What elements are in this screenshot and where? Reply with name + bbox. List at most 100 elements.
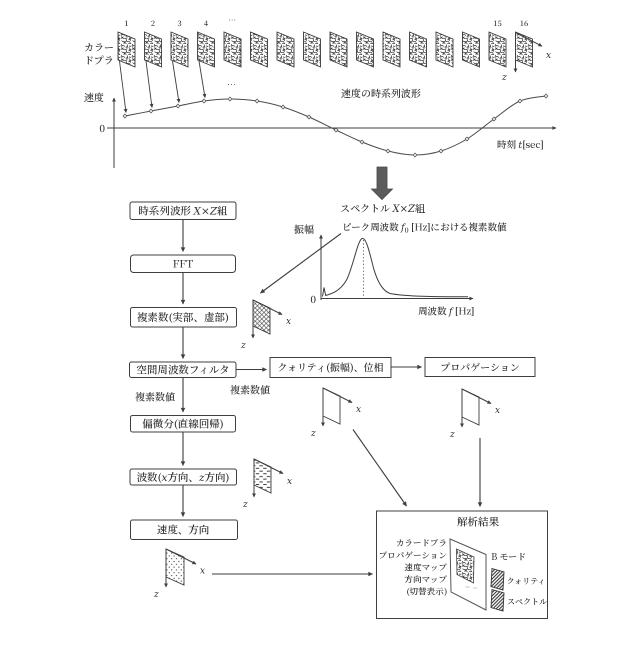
frame16-x-axis [515,32,543,47]
complex-grid-z-label: z [240,341,246,351]
results-list-item-2: 速度マップ [403,562,447,574]
results-list-item-4: (切替表示) [406,586,447,598]
doppler-frame [409,31,427,68]
doppler-frame [303,31,321,68]
quality-grid-x-label: x [356,405,361,415]
doppler-frame [117,31,136,68]
velocity-grid-diagram: x z [153,548,205,600]
waveform-marker [464,136,470,142]
velocity-axis-label: 速度 [84,89,104,104]
waveform-marker [122,113,128,119]
box-propagation [424,357,536,377]
frame-number-label: 4 [204,18,209,29]
propagation-grid-diagram: x z [449,388,500,440]
frame-sample-arrow [172,60,181,103]
block-arrow-down-icon [370,166,394,201]
spectrum-legend-swatch [490,588,505,612]
box-velocity-direction-label: 速度、方向 [157,523,210,538]
box-quality [269,357,392,378]
wavenumber-grid-diagram: x z [242,458,292,510]
zero-label: 0 [99,120,105,135]
spectrum-xlabel: 周波数 f [Hz] [418,304,474,318]
box-wavenumber-label: 波数(x方向、z方向) [137,470,230,485]
wavenumber-grid-x-label: x [287,477,292,487]
frame-number-label: 1 [124,18,128,29]
quality-grid-diagram: x z [310,387,361,439]
complex-grid-diagram: x z [240,299,291,351]
doppler-frame [250,31,268,68]
waveform-marker [385,148,391,154]
box-partial-derivative [130,415,236,433]
doppler-frame [488,31,507,68]
spectrum-peak-note: ピーク周波数 f0 [Hz]における複素数値 [342,220,507,236]
spectrum-curve [322,237,469,298]
frame-ellipsis-top: … [228,15,236,26]
spectrum-legend-label: スペクトル [507,597,547,608]
spectrum-axes [319,234,474,301]
complex-value-label-left: 複素数値 [135,389,175,404]
waveform-marker [254,98,260,104]
flow-boxes [129,201,238,540]
box-partial-derivative-label: 偏微分(直線回帰) [141,417,223,432]
doppler-frame [435,31,454,68]
box-spatial-filter-label: 空間周波数フィルタ [136,363,229,378]
propagation-grid-plane [461,388,480,426]
complex-grid-x-axis [252,299,283,315]
frame-number-label: 15 [493,18,502,29]
complex-grid-plane [252,299,271,335]
doppler-frame [329,31,348,68]
bmode-label: B モード [491,550,526,563]
results-list-item-0: カラードプラ [396,537,447,549]
box-complex-label: 複素数(実部、虚部) [137,310,229,325]
velocity-grid-plane [165,548,185,586]
results-list-item-3: 方向マップ [404,574,447,586]
waveform-title: 速度の時系列波形 [341,85,422,100]
doppler-frame [276,31,295,68]
frame-sample-arrow [198,60,207,98]
velocity-grid-z-label: z [153,590,159,600]
waveform-marker [306,114,312,120]
waveform-marker [148,108,154,114]
waveform-marker [227,96,233,102]
propagation-grid-z-label: z [449,430,455,440]
doppler-frame [462,31,480,68]
quality-legend-label: クォリティ [507,576,546,587]
frame16-x-axis-label: x [546,51,551,61]
velocity-grid-x-axis [165,548,197,565]
doppler-frame [223,31,242,68]
waveform-marker [280,104,286,110]
velocity-grid-x-label: x [200,567,205,577]
propagation-grid-x-axis [461,388,492,404]
waveform-marker [359,139,365,145]
waveform-marker [491,116,497,122]
waveform-marker [201,98,207,104]
quality-grid-plane [322,387,341,425]
color-doppler-label-line2: ドプラ [84,52,114,67]
quality-grid-z-label: z [310,429,316,439]
box-quality-label: クォリティ(振幅)、位相 [277,359,383,374]
color-doppler-label-line1: カラー [84,39,114,54]
wavenumber-grid-z-label: z [242,500,248,510]
frame-number-label: 2 [151,18,155,29]
frame-ellipsis-mid: … [227,78,236,91]
box-spatial-filter [129,361,237,378]
connector-quality-grid-results [352,429,407,507]
doppler-frame [382,31,401,68]
waveform-axes [107,97,557,168]
bmode-speckle-patch [456,548,475,584]
wavenumber-grid-plane [253,458,272,494]
waveform-marker [517,98,523,104]
flow-column: 時系列波形 X×Z組 FFT 複素数(実部、虚部) 空間周波数フィルタ 偏微分(… [129,201,536,540]
flow-connectors [180,220,423,518]
quality-legend-swatch [490,567,505,591]
wavenumber-grid-x-axis [253,458,284,474]
box-time-series-label: 時系列波形 X×Z組 [138,204,228,219]
box-wavenumber [129,468,237,486]
doppler-frame [144,31,162,68]
doppler-frame [356,31,374,68]
result-connectors [212,429,483,577]
box-fft [130,254,236,273]
quality-grid-x-axis [322,387,353,403]
